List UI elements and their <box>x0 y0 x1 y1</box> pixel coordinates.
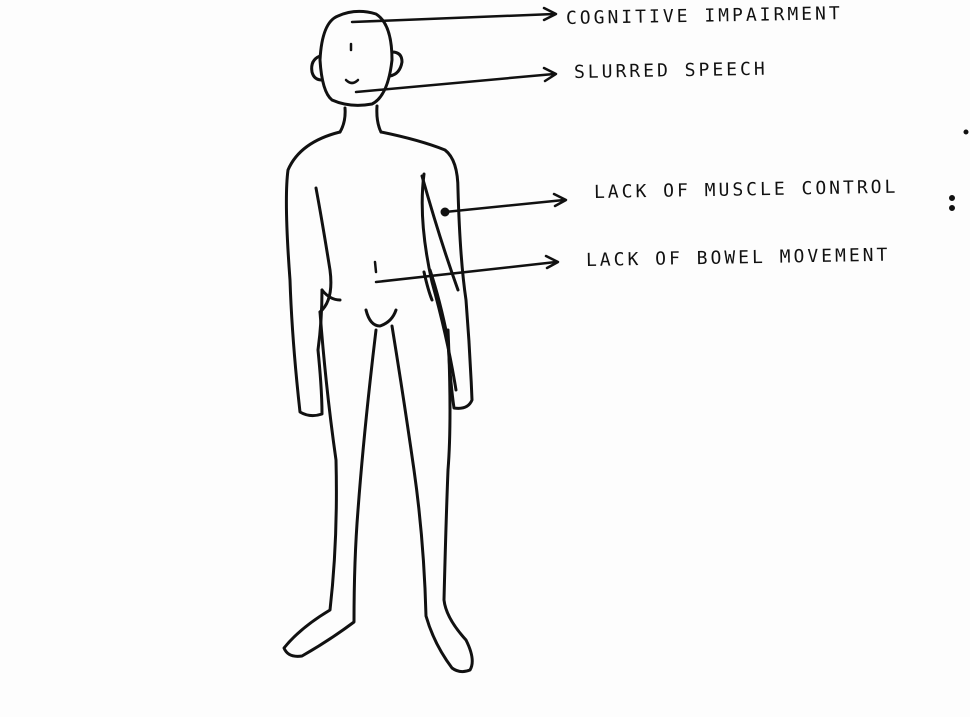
arrow-speech <box>356 68 556 92</box>
neck-left <box>340 108 345 132</box>
body-outline-right <box>381 132 472 408</box>
label-slurred-speech: SLURRED SPEECH <box>574 59 768 83</box>
left-leg-outer <box>284 312 376 656</box>
right-leg-inner <box>392 326 472 672</box>
arrow-cognitive <box>352 8 556 22</box>
neck-right <box>377 106 381 132</box>
crotch <box>366 310 396 326</box>
arrow-muscle <box>445 194 566 212</box>
mouth <box>346 80 358 83</box>
body-outline-left <box>286 132 340 416</box>
navel-mark <box>375 262 376 272</box>
arrow-bowel <box>376 256 558 282</box>
